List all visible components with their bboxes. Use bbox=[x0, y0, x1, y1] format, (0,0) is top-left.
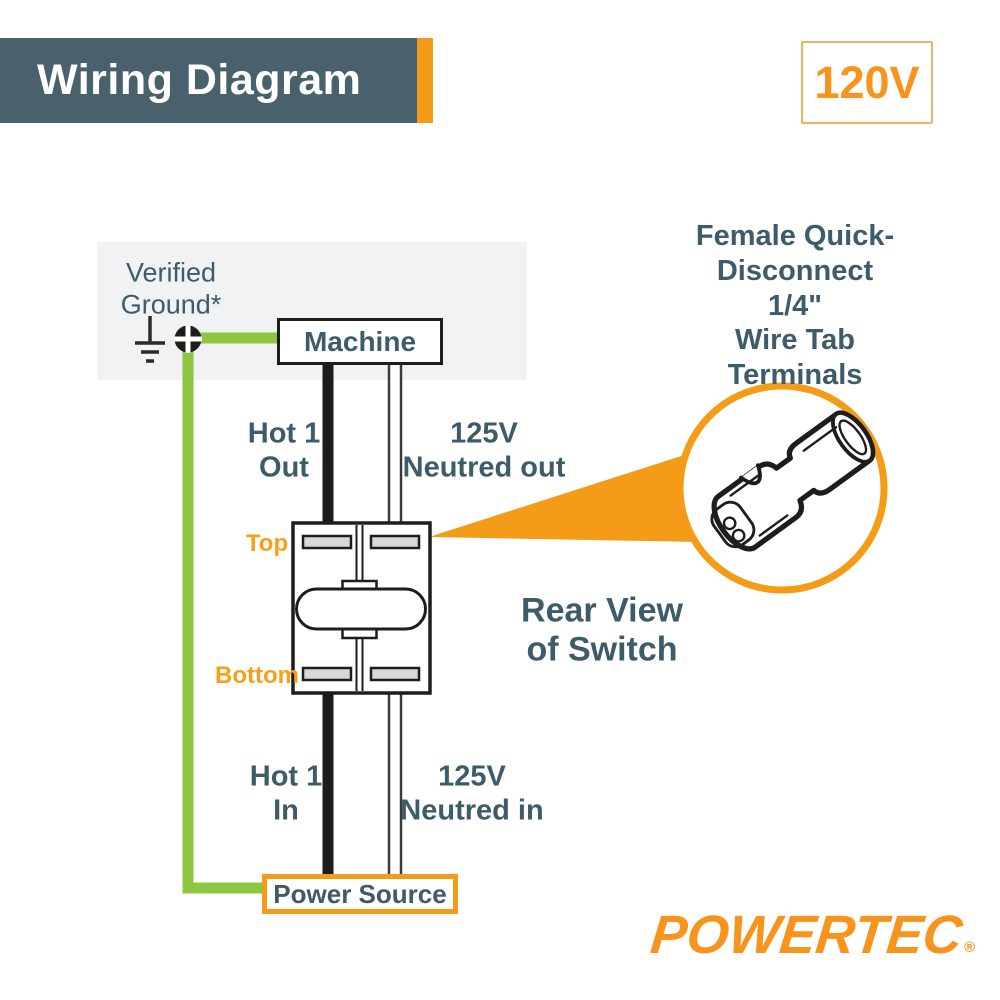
bottom-terminal-label: Bottom bbox=[215, 662, 299, 690]
switch-terminals bbox=[301, 534, 421, 682]
powertec-logo: POWERTEC ® bbox=[583, 905, 975, 965]
power-source-box: Power Source bbox=[262, 874, 458, 914]
callout-wedge bbox=[429, 449, 703, 542]
machine-box: Machine bbox=[277, 318, 443, 365]
hot-1-out-label: Hot 1 Out bbox=[247, 417, 321, 483]
verified-ground-label: Verified Ground* bbox=[120, 257, 222, 320]
machine-label: Machine bbox=[303, 325, 417, 357]
power-source-label: Power Source bbox=[273, 878, 447, 909]
earth-ground-icon bbox=[135, 316, 165, 363]
top-terminal-label: Top bbox=[245, 530, 289, 558]
registered-trademark-icon: ® bbox=[963, 939, 975, 956]
title-banner-accent bbox=[417, 38, 433, 123]
hot-1-in-label: Hot 1 In bbox=[249, 760, 323, 826]
powertec-logo-text: POWERTEC bbox=[647, 905, 966, 965]
neutral-wire-white bbox=[387, 361, 403, 880]
neutral-in-label: 125V Neutred in bbox=[400, 760, 544, 826]
neutral-out-label: 125V Neutred out bbox=[402, 417, 566, 483]
voltage-badge-text: 120V bbox=[814, 56, 920, 108]
rear-view-label: Rear View of Switch bbox=[521, 591, 683, 669]
terminal-callout-label: Female Quick- Disconnect 1/4" Wire Tab T… bbox=[695, 220, 895, 392]
page-title: Wiring Diagram bbox=[37, 56, 362, 104]
voltage-badge: 120V bbox=[801, 41, 933, 124]
phillips-screw-icon bbox=[174, 325, 202, 353]
ground-wire-green bbox=[182, 332, 277, 894]
switch-body bbox=[291, 521, 432, 695]
title-banner: Wiring Diagram bbox=[0, 38, 417, 123]
female-quick-disconnect-terminal-icon bbox=[710, 410, 876, 552]
